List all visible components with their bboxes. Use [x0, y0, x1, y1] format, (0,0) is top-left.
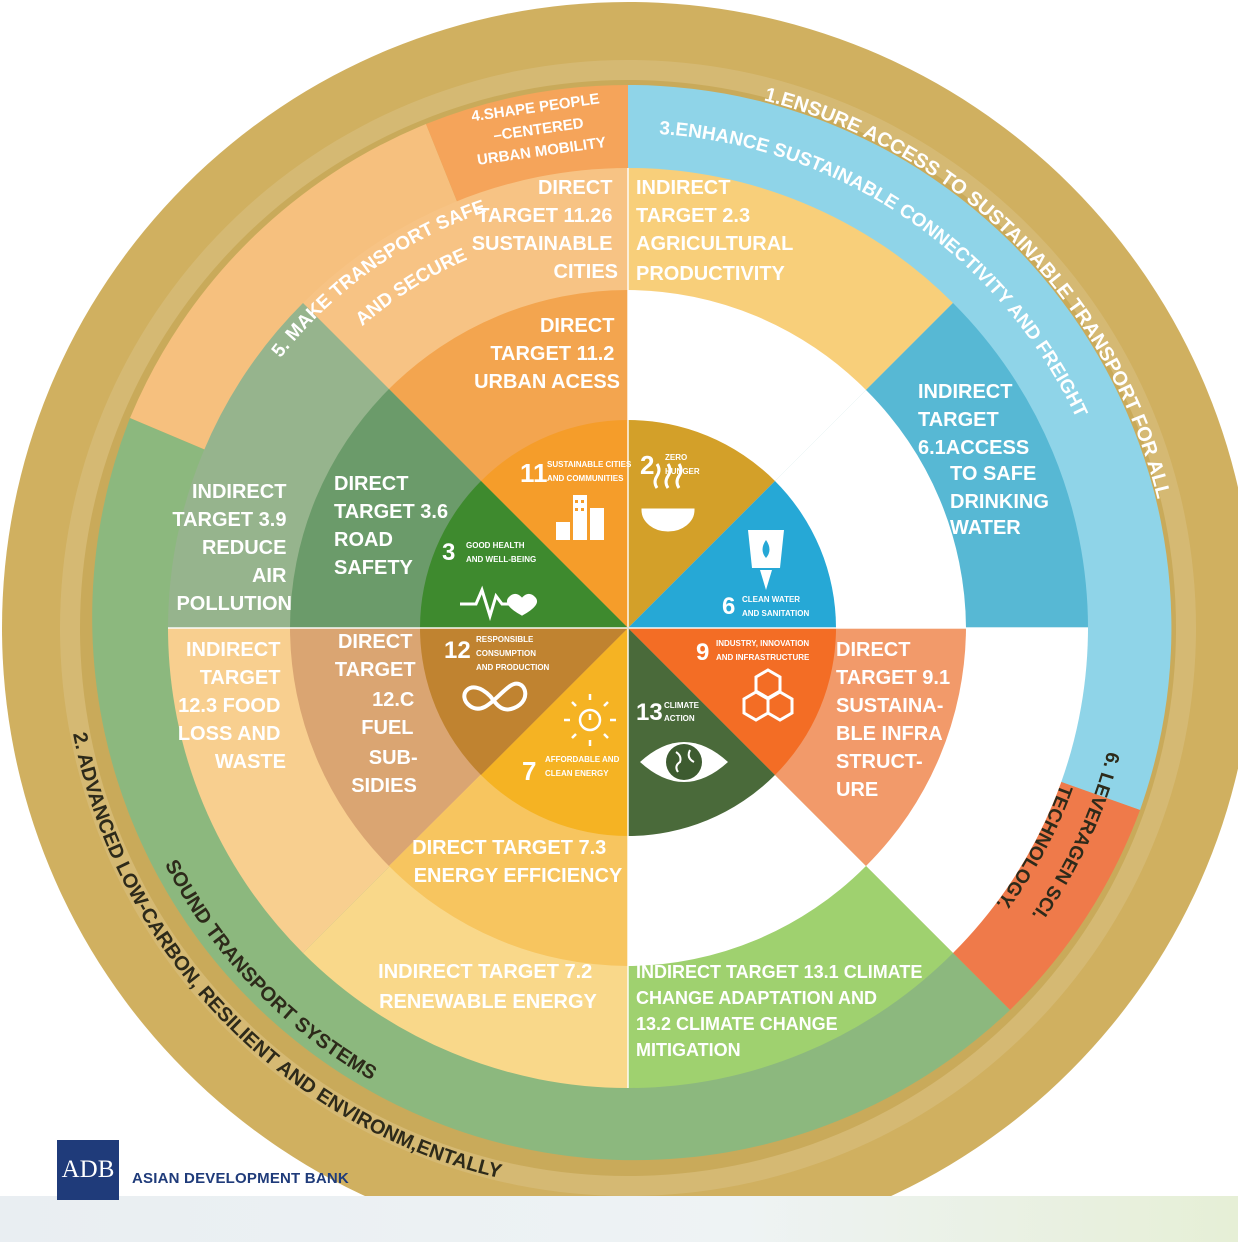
sdg13-sector — [628, 628, 775, 836]
svg-text:CONSUMPTION: CONSUMPTION — [476, 649, 536, 658]
adb-org-name: ASIAN DEVELOPMENT BANK — [132, 1170, 349, 1187]
water-icon — [748, 530, 784, 590]
sdg3-tile: 3 GOOD HEALTH AND WELL-BEING — [442, 539, 537, 622]
svg-text:AND WELL-BEING: AND WELL-BEING — [466, 555, 536, 564]
svg-text:HUNGER: HUNGER — [665, 467, 700, 476]
t2-3-label: INDIRECT TARGET 2.3 AGRICULTURAL PRODUCT… — [636, 177, 799, 285]
t13-label: INDIRECT TARGET 13.1 CLIMATE CHANGE ADAP… — [636, 962, 927, 1060]
svg-text:CLIMATE: CLIMATE — [664, 701, 700, 710]
svg-text:CLEAN ENERGY: CLEAN ENERGY — [545, 769, 609, 778]
t11-2-label: DIRECT TARGET 11.2 URBAN ACESS — [474, 315, 620, 393]
svg-text:INDUSTRY, INNOVATION: INDUSTRY, INNOVATION — [716, 639, 809, 648]
sdg6-sector — [628, 481, 836, 628]
heartbeat-icon — [460, 585, 537, 622]
svg-text:AND PRODUCTION: AND PRODUCTION — [476, 663, 550, 672]
svg-text:AFFORDABLE AND: AFFORDABLE AND — [545, 755, 620, 764]
svg-text:AND COMMUNITIES: AND COMMUNITIES — [547, 474, 624, 483]
sdg9-tile: 9 INDUSTRY, INNOVATION AND INFRASTRUCTUR… — [696, 639, 810, 722]
svg-text:9: 9 — [696, 639, 709, 666]
sdg2-sector — [628, 420, 775, 628]
t3-9-label: INDIRECT TARGET 3.9 REDUCE AIR POLLUTION — [172, 481, 292, 615]
svg-text:SUSTAINABLE CITIES: SUSTAINABLE CITIES — [547, 460, 632, 469]
t12-c-label: DIRECT TARGET 12.C FUEL SUB- SIDIES — [335, 631, 423, 797]
svg-text:6: 6 — [722, 593, 735, 620]
svg-text:11: 11 — [520, 458, 548, 488]
sdg3-sector — [420, 481, 628, 628]
eye-globe-icon — [640, 742, 728, 782]
cubes-icon — [742, 668, 794, 722]
svg-text:CLEAN WATER: CLEAN WATER — [742, 595, 800, 604]
svg-text:ZERO: ZERO — [665, 453, 687, 462]
svg-text:7: 7 — [522, 756, 536, 786]
t3-6-label: DIRECT TARGET 3.6 ROAD SAFETY — [334, 473, 454, 579]
svg-text:ACTION: ACTION — [664, 714, 695, 723]
t6-1-label: INDIRECT TARGET 6.1ACCESS TO SAFE DRINKI… — [918, 381, 1054, 539]
t7-2-label: INDIRECT TARGET 7.2 RENEWABLE ENERGY — [378, 961, 598, 1013]
sun-power-icon — [564, 694, 616, 746]
footer-bar — [0, 1196, 1238, 1242]
t11-26-label: DIRECT TARGET 11.26 SUSTAINABLE CITIES — [472, 177, 618, 283]
sdg2-tile: 2 ZERO HUNGER — [640, 450, 700, 532]
svg-text:AND INFRASTRUCTURE: AND INFRASTRUCTURE — [716, 653, 810, 662]
sdg11-sector — [481, 420, 628, 628]
adb-logo: ADB — [57, 1140, 119, 1200]
svg-text:3: 3 — [442, 539, 455, 566]
sdg11-tile: 11 SUSTAINABLE CITIES AND COMMUNITIES — [520, 458, 632, 540]
city-icon — [556, 495, 604, 540]
sdg12-tile: 12 RESPONSIBLE CONSUMPTION AND PRODUCTIO… — [444, 635, 550, 712]
svg-text:RESPONSIBLE: RESPONSIBLE — [476, 635, 534, 644]
infinity-icon — [462, 681, 528, 712]
bowl-icon — [641, 463, 695, 532]
svg-text:GOOD HEALTH: GOOD HEALTH — [466, 541, 525, 550]
svg-text:AND SANITATION: AND SANITATION — [742, 609, 809, 618]
sdg9-sector — [628, 628, 836, 775]
sdg6-tile: 6 CLEAN WATER AND SANITATION — [722, 530, 809, 620]
svg-text:12: 12 — [444, 637, 471, 664]
t9-1-label: DIRECT TARGET 9.1 SUSTAINA- BLE INFRA ST… — [836, 639, 956, 801]
wheel-spokes — [168, 168, 1088, 1088]
sdg7-sector — [481, 628, 628, 836]
sdg7-tile: 7 AFFORDABLE AND CLEAN ENERGY — [522, 694, 620, 786]
svg-text:13: 13 — [636, 699, 663, 726]
t7-3-label: DIRECT TARGET 7.3 ENERGY EFFICIENCY — [412, 837, 623, 887]
target-labels: DIRECT TARGET 11.26 SUSTAINABLE CITIES I… — [172, 177, 1054, 1060]
svg-text:2: 2 — [640, 450, 654, 480]
t12-3-label: INDIRECT TARGET 12.3 FOOD LOSS AND WASTE — [178, 639, 286, 773]
sdg13-tile: 13 CLIMATE ACTION — [636, 699, 728, 782]
